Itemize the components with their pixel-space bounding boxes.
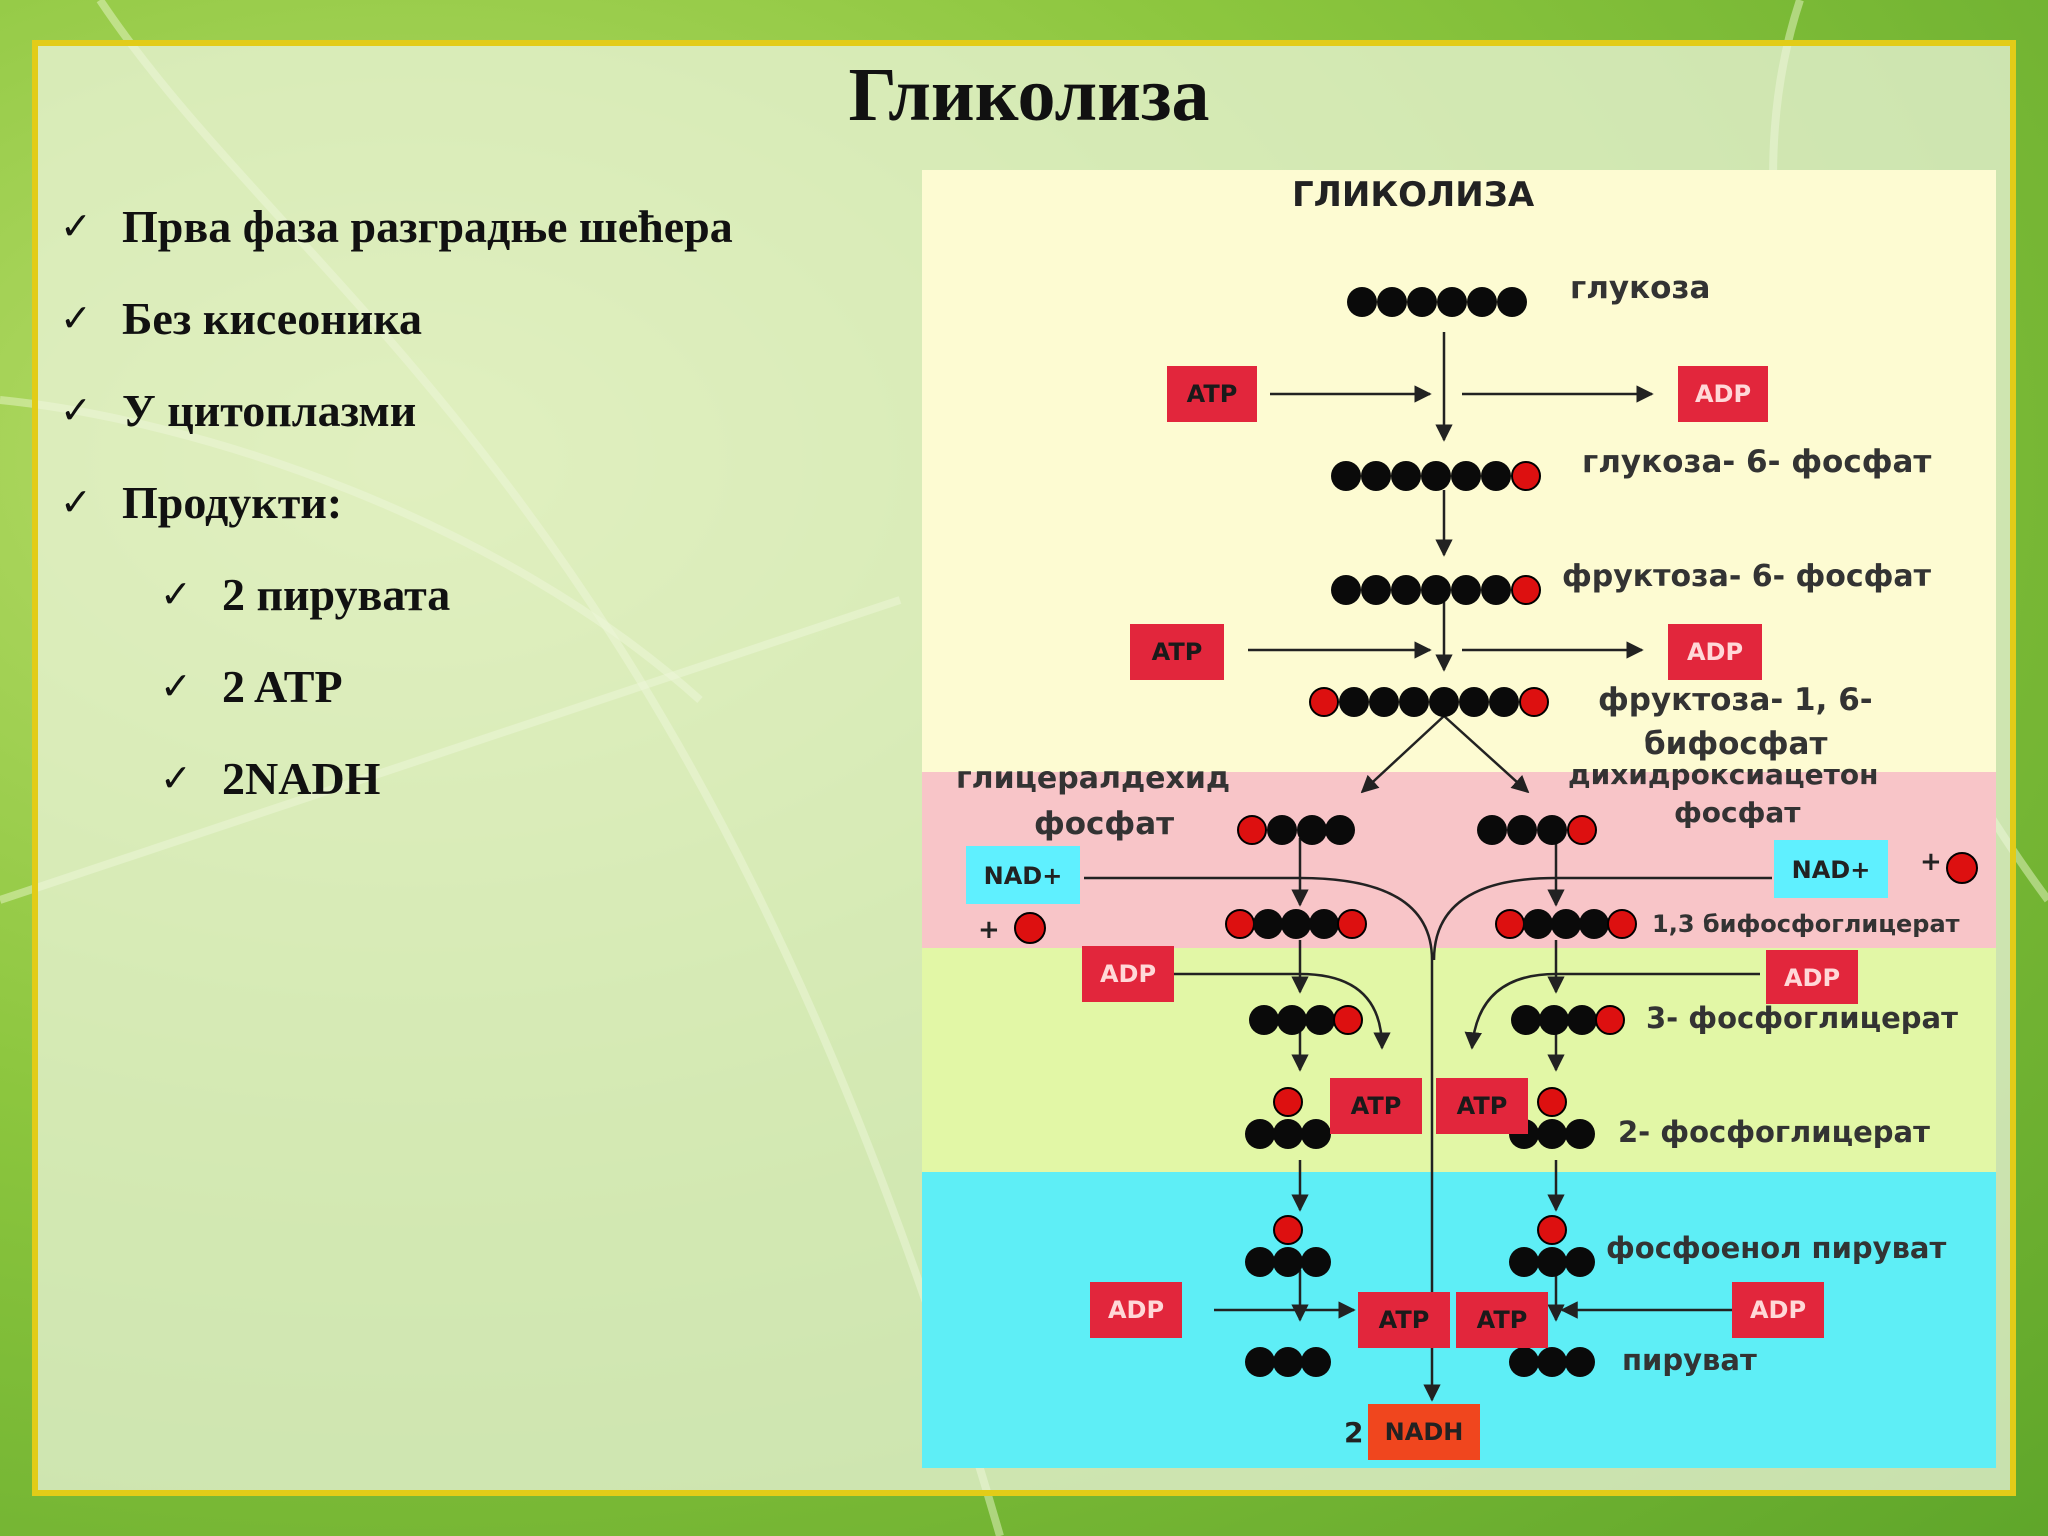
glycolysis-svg: ГЛИКОЛИЗА — [922, 170, 1996, 1468]
atp-box — [1456, 1292, 1548, 1348]
pg2-left-molecule — [1245, 1087, 1331, 1149]
nad-box — [966, 846, 1080, 904]
sub-bullet-item: ✓ 2 пирувата — [60, 548, 733, 640]
checkmark-icon: ✓ — [60, 296, 92, 340]
pyruvate-left-molecule — [1245, 1347, 1331, 1377]
label-g3p-1: глицералдехид — [956, 761, 1230, 796]
atp-box — [1167, 366, 1257, 422]
g3p-molecule — [1237, 815, 1355, 845]
label-dhap-2: фосфат — [1674, 796, 1801, 829]
plus-sign: + — [1920, 847, 1942, 877]
nad-box — [1774, 840, 1888, 898]
atp-label: ATP — [1152, 638, 1203, 666]
nad-label: NAD+ — [984, 862, 1063, 890]
label-f16bp-1: фруктоза- 1, 6- — [1598, 682, 1873, 718]
checkmark-icon: ✓ — [60, 204, 92, 248]
label-f16bp-2: бифосфат — [1644, 726, 1827, 762]
atp-box — [1130, 624, 1224, 680]
adp-box — [1082, 946, 1174, 1002]
nadh-box — [1368, 1404, 1480, 1460]
phosphate-dot — [1946, 852, 1978, 884]
pep-right-molecule — [1509, 1215, 1595, 1277]
checkmark-icon: ✓ — [160, 572, 192, 616]
atp-box — [1436, 1078, 1528, 1134]
atp-label: ATP — [1457, 1092, 1508, 1120]
label-dhap-1: дихидроксиацетон — [1568, 758, 1878, 791]
adp-label: ADP — [1100, 960, 1156, 988]
sub-bullet-item: ✓ 2NADH — [60, 732, 733, 824]
bpg-left-molecule — [1225, 909, 1367, 939]
phosphate-dot — [1014, 912, 1046, 944]
checkmark-icon: ✓ — [60, 388, 92, 432]
bullet-text: У цитоплазми — [122, 384, 417, 436]
glycolysis-diagram: ГЛИКОЛИЗА — [922, 170, 1996, 1468]
atp-box — [1358, 1292, 1450, 1348]
bullet-item: ✓ Без кисеоника — [60, 272, 733, 364]
adp-box — [1766, 950, 1858, 1004]
fructose-1-6-bisphosphate-molecule — [1309, 687, 1549, 717]
plus-sign: + — [978, 915, 1000, 945]
checkmark-icon: ✓ — [160, 664, 192, 708]
slide-title: Гликолиза — [848, 53, 1210, 137]
fructose-6-phosphate-molecule — [1331, 575, 1541, 605]
nadh-count: 2 — [1344, 1416, 1363, 1449]
checkmark-icon: ✓ — [160, 756, 192, 800]
adp-box — [1090, 1282, 1182, 1338]
label-f6p: фруктоза- 6- фосфат — [1562, 559, 1932, 594]
atp-label: ATP — [1477, 1306, 1528, 1334]
nad-label: NAD+ — [1792, 856, 1871, 884]
adp-label: ADP — [1750, 1296, 1806, 1324]
label-pg2: 2- фосфоглицерат — [1618, 1115, 1930, 1149]
label-pep: фосфоенол пируват — [1606, 1231, 1946, 1265]
dhap-molecule — [1477, 815, 1597, 845]
atp-box — [1330, 1078, 1422, 1134]
glucose-molecule — [1347, 287, 1527, 317]
atp-label: ATP — [1187, 380, 1238, 408]
bpg-right-molecule — [1495, 909, 1637, 939]
atp-label: ATP — [1379, 1306, 1430, 1334]
label-bpg: 1,3 бифосфоглицерат — [1652, 910, 1960, 938]
bullet-text: 2NADH — [222, 752, 381, 804]
bullet-text: Прва фаза разградње шећера — [122, 200, 733, 252]
atp-label: ATP — [1351, 1092, 1402, 1120]
adp-box — [1668, 624, 1762, 680]
nadh-label: NADH — [1385, 1418, 1464, 1446]
sub-bullet-item: ✓ 2 ATP — [60, 640, 733, 732]
bullet-text: 2 ATP — [222, 660, 343, 712]
adp-box — [1678, 366, 1768, 422]
bullet-item: ✓ У цитоплазми — [60, 364, 733, 456]
label-g3p-2: фосфат — [1034, 806, 1174, 842]
pep-left-molecule — [1245, 1215, 1331, 1277]
bullet-text: Продукти: — [122, 476, 343, 528]
bullet-list: ✓ Прва фаза разградње шећера ✓ Без кисеони… — [60, 180, 733, 824]
pg2-right-molecule — [1509, 1087, 1595, 1149]
label-glucose: глукоза — [1570, 270, 1710, 306]
glucose-6-phosphate-molecule — [1331, 461, 1541, 491]
diagram-title: ГЛИКОЛИЗА — [1292, 175, 1535, 215]
bullet-item: ✓ Прва фаза разградње шећера — [60, 180, 733, 272]
adp-label: ADP — [1687, 638, 1743, 666]
adp-label: ADP — [1695, 380, 1751, 408]
bullet-item: ✓ Продукти: — [60, 456, 733, 548]
adp-label: ADP — [1108, 1296, 1164, 1324]
label-g6p: глукоза- 6- фосфат — [1582, 444, 1931, 480]
checkmark-icon: ✓ — [60, 480, 92, 524]
pg3-right-molecule — [1511, 1005, 1625, 1035]
label-pg3: 3- фосфоглицерат — [1646, 1001, 1958, 1035]
bullet-text: Без кисеоника — [122, 292, 423, 344]
adp-label: ADP — [1784, 964, 1840, 992]
pg3-left-molecule — [1249, 1005, 1363, 1035]
pyruvate-right-molecule — [1509, 1347, 1595, 1377]
bullet-text: 2 пирувата — [222, 568, 451, 620]
label-pyruvate: пируват — [1622, 1343, 1757, 1377]
adp-box — [1732, 1282, 1824, 1338]
